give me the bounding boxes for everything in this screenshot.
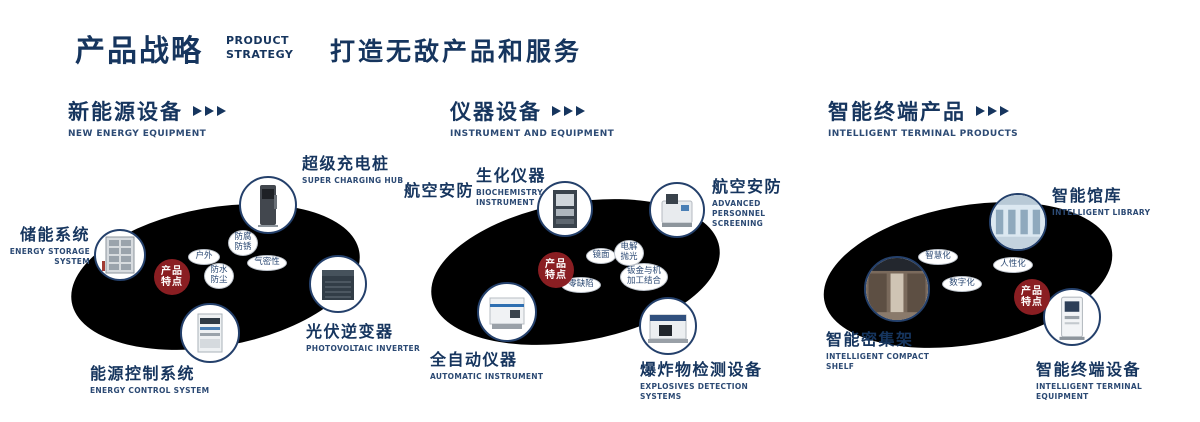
feature-tag: 人性化 [993,257,1033,273]
section-title-en: NEW ENERGY EQUIPMENT [68,129,207,139]
product-name: 能源控制系统 [90,364,196,383]
product-name: 航空安防 [712,177,783,196]
product-name-en: PHOTOVOLTAIC INVERTER [306,344,421,353]
section-title-instruments: 仪器设备 INSTRUMENT AND EQUIPMENT [450,96,614,139]
feature-tag: 电解抛光 [614,240,644,266]
product-name-en: INTELLIGENT TERMINAL EQUIPMENT [1036,382,1143,401]
energy-storage-circle [94,229,146,281]
product-name: 储能系统 [19,225,90,244]
product-name-en: ADVANCED PERSONNEL SCREENING [712,199,766,228]
triple-chevron-icon [193,106,226,116]
energy-storage-label: 储能系统 ENERGY STORAGE SYSTEM [6,221,90,267]
intelligent-compact-shelf-circle [864,256,930,322]
energy-storage-image [102,236,135,274]
section-title-text: 仪器设备 [450,100,542,124]
section-title-text: 智能终端产品 [828,100,966,124]
explosives-detection-circle [639,297,697,355]
feature-tag: 钣金与机加工结合 [620,263,668,291]
page-title: 产品战略 [75,34,203,69]
badge-line1: 产品 [545,258,567,270]
biochemistry-instrument-image [553,190,577,228]
badge-line2: 特点 [161,277,183,288]
page-title-en: PRODUCT STRATEGY [226,34,293,62]
photovoltaic-inverter-circle [309,255,367,313]
feature-badge-new-energy: 产品 特点 [154,259,190,295]
explosives-detection-image [648,314,688,343]
personnel-screening-circle [649,182,705,238]
section-title-intelligent-terminal: 智能终端产品 INTELLIGENT TERMINAL PRODUCTS [828,96,1018,139]
product-name: 全自动仪器 [430,350,518,369]
feature-tag: 智慧化 [918,249,958,265]
super-charging-hub-image [258,185,278,227]
intelligent-terminal-label: 智能终端设备 INTELLIGENT TERMINAL EQUIPMENT [1036,356,1181,402]
section-title-en: INTELLIGENT TERMINAL PRODUCTS [828,129,1018,139]
energy-control-label: 能源控制系统 ENERGY CONTROL SYSTEM [90,360,220,396]
product-name-en: ENERGY STORAGE SYSTEM [9,247,90,266]
product-name-en: BIOCHEMISTRY INSTRUMENT [476,188,543,207]
biochemistry-instrument-label: 生化仪器 BIOCHEMISTRY INSTRUMENT [476,162,586,208]
product-name: 超级充电桩 [302,154,390,173]
product-name-en: AUTOMATIC INSTRUMENT [430,372,544,381]
explosives-detection-label: 爆炸物检测设备 EXPLOSIVES DETECTION SYSTEMS [640,356,775,402]
intelligent-compact-shelf-image [866,258,928,320]
page-title-en-line1: PRODUCT [226,34,290,47]
aviation-security-floating-label: 航空安防 [404,181,475,200]
badge-line1: 产品 [1021,285,1043,297]
product-name-en: INTELLIGENT COMPACT SHELF [826,352,930,371]
feature-tag: 防水防尘 [204,263,234,289]
intelligent-terminal-circle [1043,288,1101,346]
product-name-en: EXPLOSIVES DETECTION SYSTEMS [640,382,749,401]
product-name: 智能馆库 [1052,186,1123,205]
feature-tag: 气密性 [247,255,287,271]
product-name: 智能密集架 [826,330,914,349]
intelligent-library-label: 智能馆库 INTELLIGENT LIBRARY [1052,182,1152,218]
automatic-instrument-label: 全自动仪器 AUTOMATIC INSTRUMENT [430,346,545,382]
feature-tag: 户外 [188,249,220,265]
triple-chevron-icon [976,106,1009,116]
intelligent-terminal-image [1059,296,1085,340]
product-name: 光伏逆变器 [306,322,394,341]
personnel-screening-label: 航空安防 ADVANCED PERSONNEL SCREENING [712,173,807,228]
super-charging-hub-label: 超级充电桩 SUPER CHARGING HUB [302,150,417,186]
intelligent-library-circle [989,193,1047,251]
feature-tag: 镜面 [586,248,616,264]
section-title-text: 新能源设备 [68,100,183,124]
automatic-instrument-image [489,297,525,329]
personnel-screening-image [661,194,693,227]
feature-tag: 数字化 [942,276,982,292]
badge-line2: 特点 [1021,297,1043,308]
intelligent-library-image [991,195,1045,249]
product-name: 智能终端设备 [1036,360,1142,379]
product-name-en: SUPER CHARGING HUB [302,176,404,185]
triple-chevron-icon [552,106,585,116]
automatic-instrument-circle [477,282,537,342]
product-name: 生化仪器 [476,166,547,185]
product-name-en: INTELLIGENT LIBRARY [1052,208,1151,217]
intelligent-compact-shelf-label: 智能密集架 INTELLIGENT COMPACT SHELF [826,326,936,372]
feature-badge-intelligent-terminal: 产品 特点 [1014,279,1050,315]
energy-control-circle [180,303,240,363]
section-title-en: INSTRUMENT AND EQUIPMENT [450,129,615,139]
badge-line2: 特点 [545,270,567,281]
feature-tag: 防腐防锈 [228,230,258,256]
super-charging-hub-circle [239,176,297,234]
biochemistry-instrument-circle [537,181,593,237]
page-title-en-line2: STRATEGY [226,47,294,61]
product-name: 爆炸物检测设备 [640,360,763,379]
feature-badge-instruments: 产品 特点 [538,252,574,288]
product-name-en: ENERGY CONTROL SYSTEM [90,386,210,395]
section-title-new-energy: 新能源设备 NEW ENERGY EQUIPMENT [68,96,226,139]
page-tagline: 打造无敌产品和服务 [330,37,583,66]
photovoltaic-inverter-label: 光伏逆变器 PHOTOVOLTAIC INVERTER [306,318,421,354]
photovoltaic-inverter-image [322,270,354,300]
energy-control-image [197,313,223,353]
badge-line1: 产品 [161,265,183,277]
